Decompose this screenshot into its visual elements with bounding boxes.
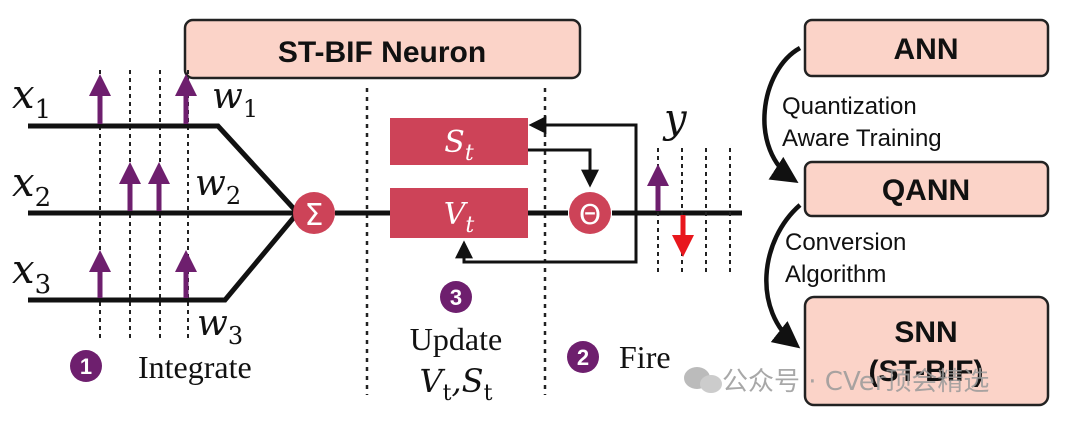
- spike-x2-t2: [119, 162, 141, 211]
- pipeline-edge1-line2: Aware Training: [782, 125, 942, 152]
- pipeline-qann-label: QANN: [882, 174, 970, 207]
- pipeline-snn-box: SNN (ST-BIF): [803, 295, 1050, 407]
- watermark: 公众号 · CVer顶会精选: [684, 367, 989, 397]
- pipeline-snn-label-line2: (ST-BIF): [869, 355, 984, 388]
- spike-x3-t1: [89, 250, 111, 298]
- threshold-node: Θ: [569, 192, 611, 234]
- step-update-label: Update: [410, 321, 502, 357]
- title-box: ST-BIF Neuron: [183, 18, 582, 80]
- output-timestep-lines: [657, 148, 731, 272]
- step-update: 3 Update Vt,St: [410, 281, 502, 406]
- sum-node: Σ: [293, 192, 335, 234]
- pipeline-qann-box: QANN: [803, 160, 1050, 218]
- weight-labels: w1 w2 w3: [195, 76, 258, 350]
- pipeline-arrows: [762, 46, 802, 349]
- input-spikes: [89, 74, 197, 298]
- output-y-label: y: [662, 96, 688, 142]
- feedback-connectors: [455, 116, 638, 264]
- pipeline-snn-label-line1: SNN: [894, 316, 957, 349]
- state-v-label: Vt: [444, 197, 475, 238]
- spike-x1-t4: [175, 74, 197, 124]
- step-integrate-number: 1: [80, 354, 92, 379]
- pipeline-ann-label: ANN: [894, 33, 959, 66]
- spike-x1-t1: [89, 74, 111, 124]
- step-integrate-label: Integrate: [138, 349, 252, 385]
- pipeline-edge2-line1: Conversion: [785, 229, 906, 256]
- step-update-vars: Vt,St: [420, 362, 493, 406]
- spike-x2-t3: [148, 162, 170, 211]
- step-update-number: 3: [450, 285, 462, 310]
- weight-w3-label: w3: [197, 303, 243, 350]
- weight-w2-label: w2: [195, 163, 241, 210]
- step-integrate: 1 Integrate: [70, 349, 252, 385]
- region-separators: [365, 88, 547, 395]
- pipeline-edge1-line1: Quantization: [782, 93, 917, 120]
- wechat-icon: [684, 367, 722, 393]
- watermark-text: 公众号 · CVer顶会精选: [722, 367, 989, 397]
- step-fire: 2 Fire: [567, 339, 671, 375]
- threshold-symbol: Θ: [579, 198, 601, 231]
- step-fire-number: 2: [577, 345, 589, 370]
- output-spike-negative: [672, 215, 694, 257]
- sum-symbol: Σ: [305, 198, 324, 233]
- pipeline-edge2-text: Conversion Algorithm: [785, 229, 906, 288]
- input-x2-label: x2: [12, 160, 51, 213]
- input-lines: [28, 123, 297, 303]
- step-fire-label: Fire: [619, 339, 671, 375]
- pipeline-ann-box: ANN: [803, 18, 1050, 78]
- state-v-box: Vt: [390, 188, 528, 238]
- pipeline-edge2-line2: Algorithm: [785, 261, 886, 288]
- input-labels: x1 x2 x3: [12, 72, 51, 300]
- output-spike-positive: [647, 164, 669, 211]
- state-s-label: St: [444, 125, 474, 166]
- state-s-box: St: [390, 118, 528, 166]
- pipeline-edge1-text: Quantization Aware Training: [782, 93, 942, 152]
- input-x1-label: x1: [12, 72, 51, 125]
- weight-w1-label: w1: [212, 76, 258, 123]
- spike-x3-t4: [175, 250, 197, 298]
- title-label: ST-BIF Neuron: [278, 36, 486, 69]
- input-x3-label: x3: [12, 247, 51, 300]
